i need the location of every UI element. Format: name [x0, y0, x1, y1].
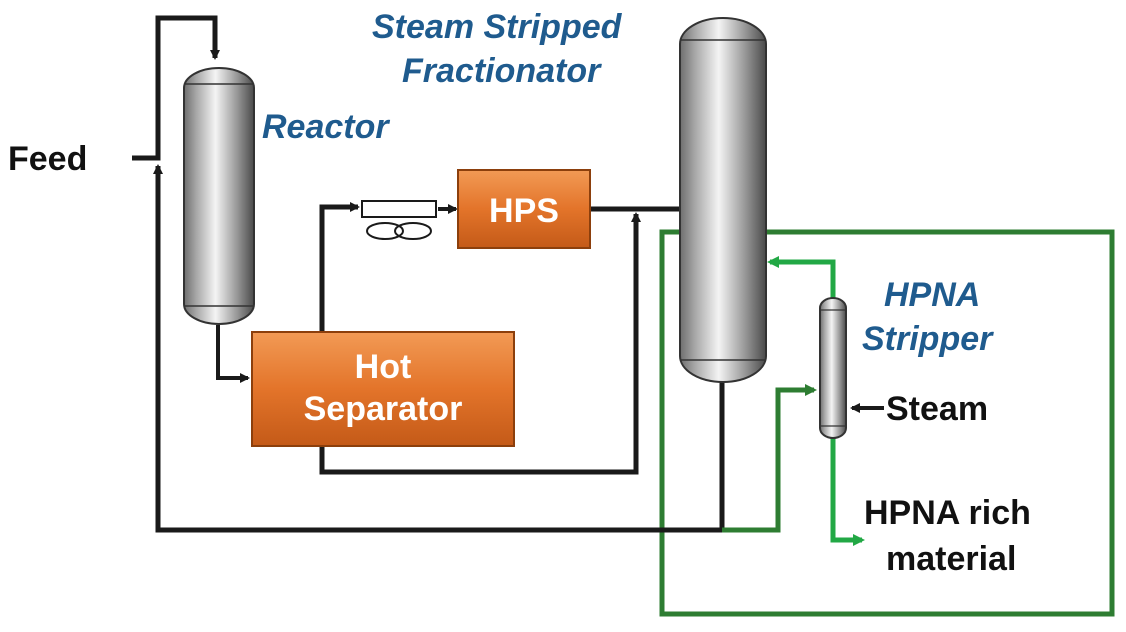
stripper-overhead-line — [767, 256, 836, 300]
hpna-section-outline — [659, 229, 1115, 617]
hpna-stripper-vessel — [819, 297, 847, 439]
fractionator-column — [679, 17, 767, 383]
steam-label: Steam — [886, 390, 988, 428]
feed-line — [132, 15, 220, 161]
fractionator-label-line1: Steam Stripped — [372, 8, 623, 46]
reactor-label: Reactor — [262, 108, 390, 146]
hot-separator-liquid-line — [319, 212, 641, 475]
reactor-to-hot-separator-line — [216, 325, 250, 383]
hps-box: HPS — [457, 169, 591, 249]
feed-label: Feed — [8, 140, 87, 178]
hps-label: HPS — [489, 192, 559, 230]
stripper-feed-line — [722, 384, 817, 533]
hpna-rich-label-line1: HPNA rich — [864, 494, 1031, 532]
hpna-rich-label-line2: material — [886, 540, 1016, 578]
hot-separator-label-line2: Separator — [304, 390, 463, 428]
hot-separator-vapor-line — [319, 202, 360, 332]
hot-separator-label-line1: Hot — [355, 348, 412, 386]
hpna-stripper-label-line1: HPNA — [884, 276, 980, 314]
reactor-vessel — [183, 67, 255, 325]
hpna-rich-outlet-line — [830, 436, 865, 546]
hpna-stripper-label-line2: Stripper — [862, 320, 994, 358]
hot-separator-box: Hot Separator — [251, 331, 515, 447]
air-cooler — [361, 200, 437, 240]
recycle-line — [153, 164, 725, 533]
fractionator-label-line2: Fractionator — [402, 52, 602, 90]
